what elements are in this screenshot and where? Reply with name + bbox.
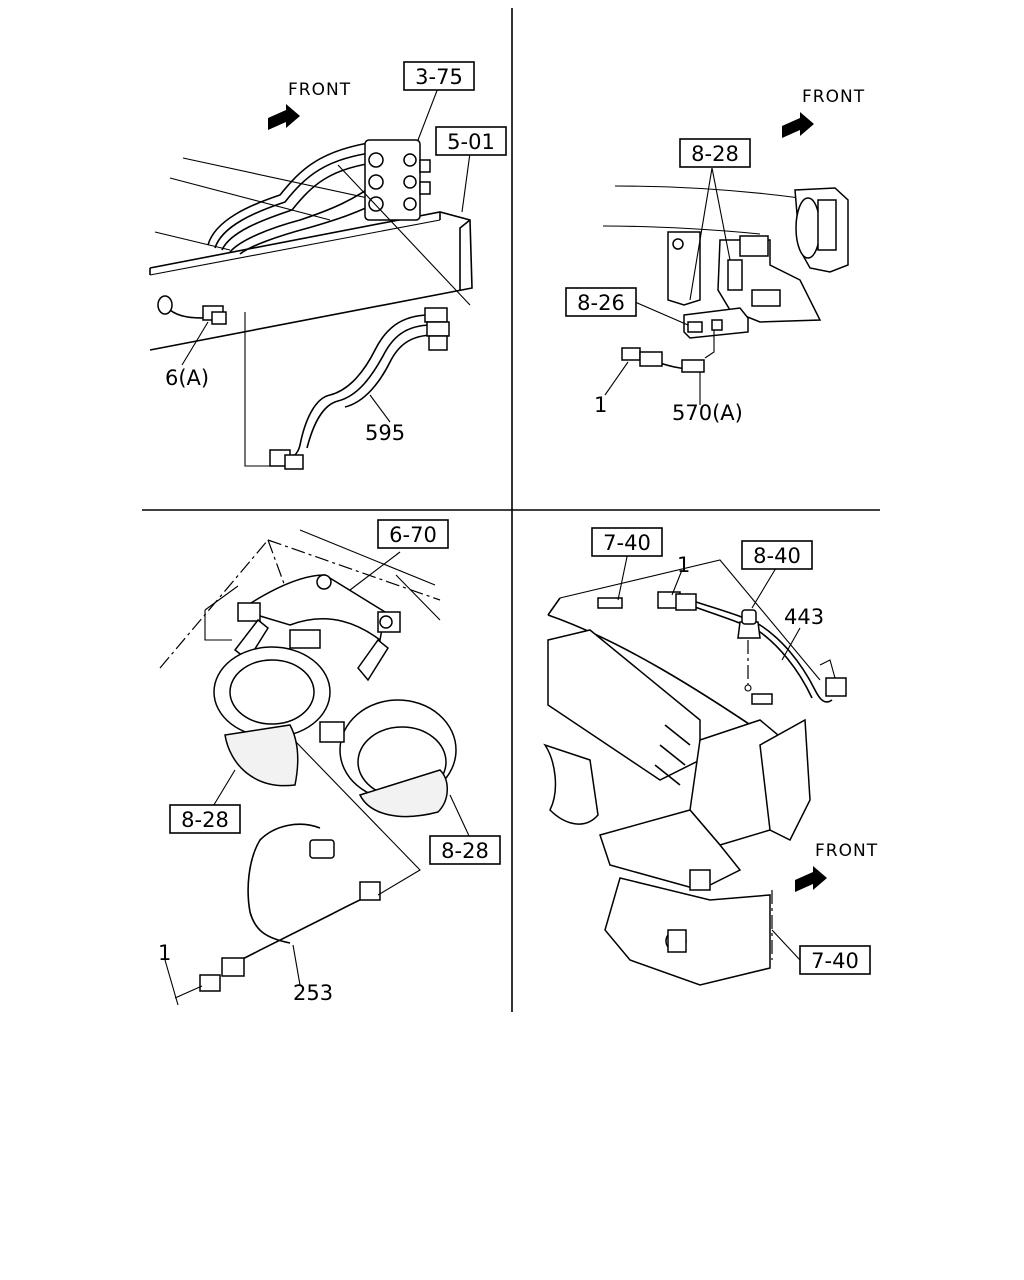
ref-label: 5-01	[447, 130, 495, 154]
ref-box	[435, 126, 507, 156]
pedal-bracket-assembly	[602, 185, 849, 323]
callout-label: 1	[594, 393, 607, 417]
leader-line	[461, 152, 471, 213]
ref-label: 7-40	[603, 531, 651, 555]
horn-bracket	[159, 529, 441, 669]
harness-443	[657, 591, 847, 703]
leader-line	[751, 567, 777, 609]
ref-label: 3-75	[415, 65, 463, 89]
frame-rail	[149, 157, 473, 351]
ref-label: 8-28	[181, 808, 229, 832]
ref-box	[799, 945, 871, 975]
panel-bottom-right: FRONT	[543, 527, 878, 986]
leader-line	[671, 569, 683, 596]
connector-6a	[157, 295, 227, 325]
brake-lines	[207, 141, 383, 255]
instrument-panel	[543, 559, 821, 986]
ref-label: 7-40	[811, 949, 859, 973]
ref-box	[565, 287, 637, 317]
ref-label: 8-40	[753, 544, 801, 568]
ref-box	[679, 138, 751, 168]
switch-8-40	[737, 609, 761, 692]
harness-570a	[621, 330, 715, 373]
front-label: FRONT	[288, 80, 351, 100]
sensor-8-26	[683, 307, 749, 339]
ref-label: 8-26	[577, 291, 625, 315]
leader-line	[337, 164, 471, 306]
leader-line	[181, 321, 209, 366]
ref-label: 6-70	[389, 523, 437, 547]
leader-line	[689, 167, 713, 301]
ref-label: 8-28	[441, 839, 489, 863]
leader-line	[617, 551, 629, 601]
panel-bottom-left: 6-70 8-28 8-28 1 253	[158, 519, 501, 1006]
leader-line	[449, 794, 471, 839]
leader-line	[711, 167, 731, 261]
panel-top-right: FRONT	[565, 87, 865, 425]
leader-line	[295, 741, 421, 896]
front-label: FRONT	[815, 841, 878, 861]
callout-label: 595	[365, 421, 405, 445]
ref-box	[591, 527, 663, 557]
ref-box	[377, 519, 449, 549]
front-arrow-icon	[268, 104, 300, 130]
callout-label: 1	[677, 553, 690, 577]
ref-label: 8-28	[691, 142, 739, 166]
callout-label: 1	[158, 941, 171, 965]
leader-line	[634, 301, 689, 326]
leader-line	[244, 312, 270, 467]
horn-right	[319, 638, 457, 818]
leader-line	[369, 394, 391, 423]
front-arrow-icon	[795, 866, 827, 892]
leader-line	[417, 87, 439, 141]
leader-line	[771, 929, 801, 961]
ref-box	[169, 804, 241, 834]
front-arrow-icon	[782, 112, 814, 138]
callout-label: 443	[784, 605, 824, 629]
callout-label: 253	[293, 981, 333, 1005]
leader-line	[781, 627, 801, 661]
front-label: FRONT	[802, 87, 865, 107]
leader-line	[349, 551, 401, 591]
callout-label: 570(A)	[672, 401, 743, 425]
horn-left	[213, 618, 331, 787]
panel-top-left: FRONT	[149, 61, 507, 470]
callout-label: 6(A)	[165, 366, 209, 390]
leader-line	[164, 959, 179, 1006]
leader-line	[292, 944, 301, 986]
ref-box	[429, 835, 501, 865]
valve-block	[364, 139, 431, 221]
ref-box	[403, 61, 475, 91]
ref-box	[741, 540, 813, 570]
harness-595	[269, 307, 450, 470]
leader-line	[604, 361, 629, 396]
harness-253	[174, 823, 381, 999]
